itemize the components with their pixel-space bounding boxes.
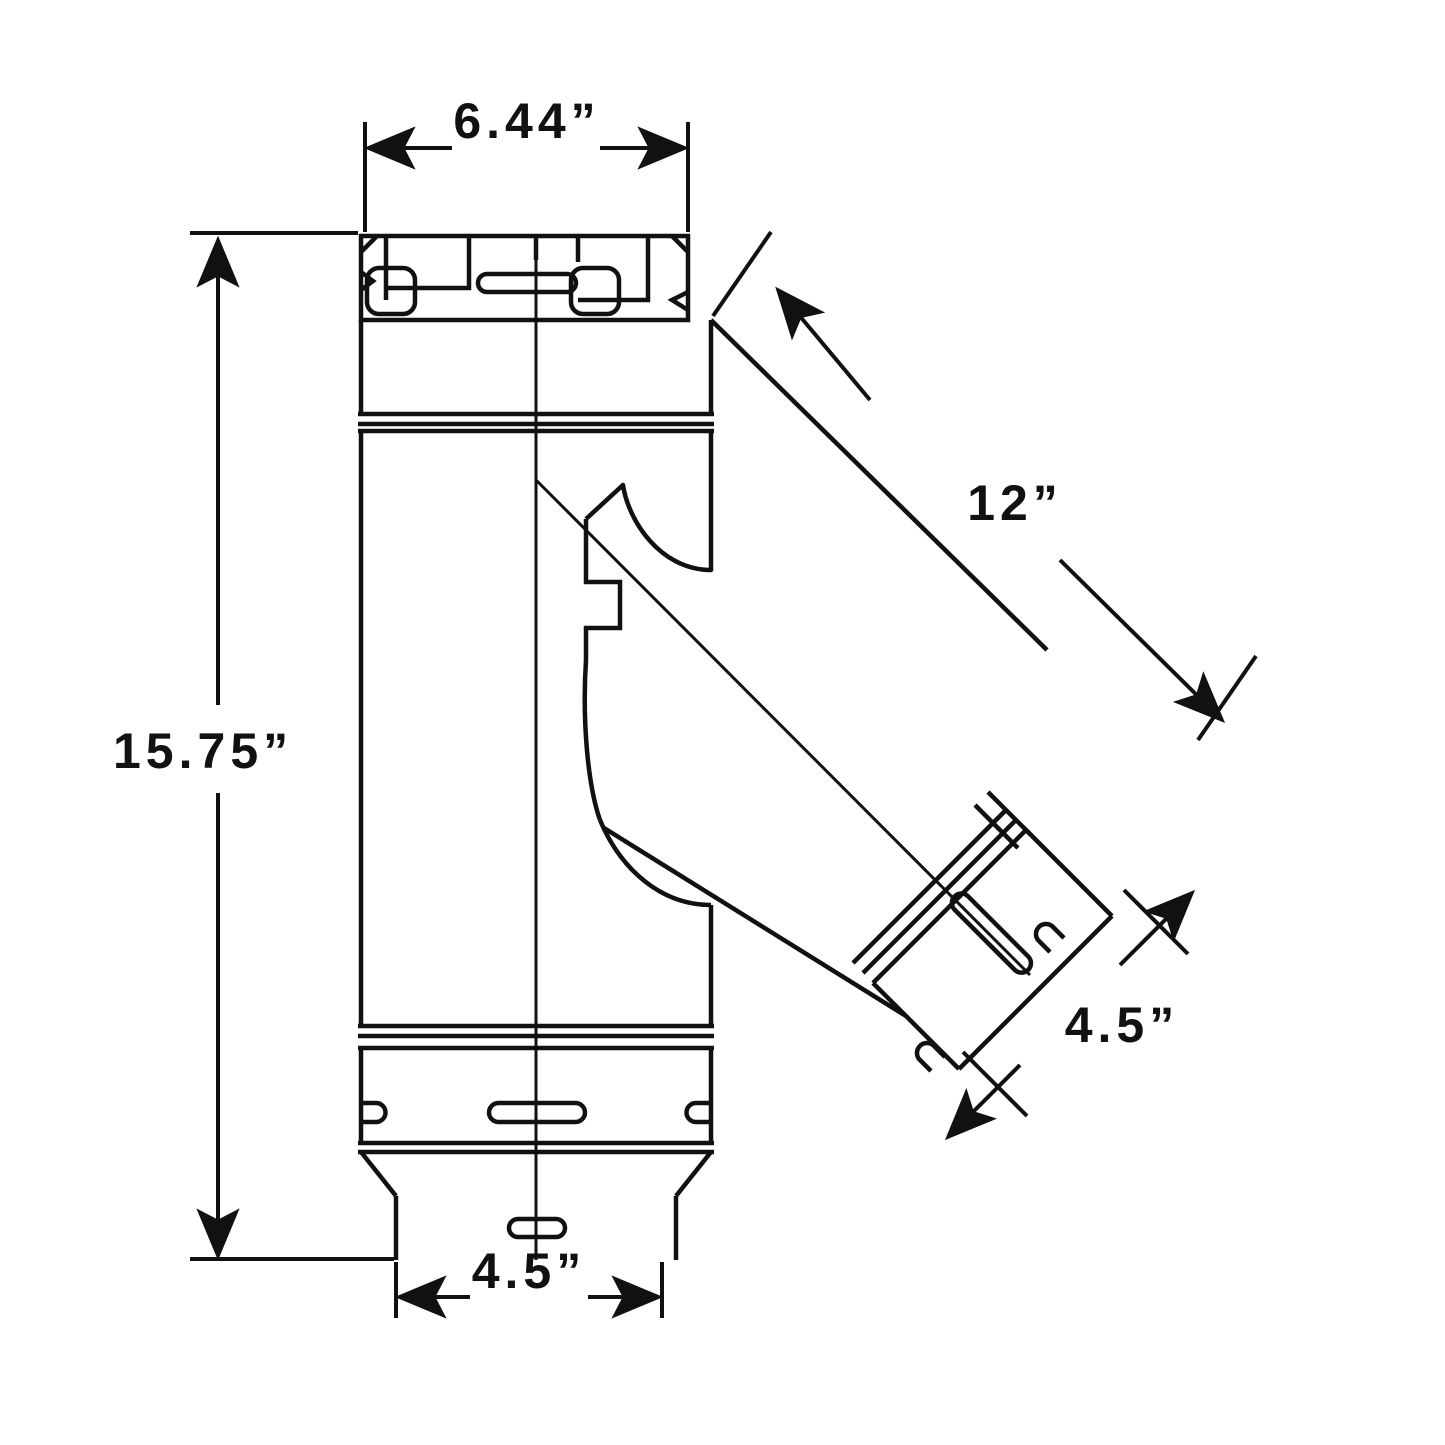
branch-ext-line-near	[711, 230, 773, 318]
top-collar-outline	[358, 233, 691, 323]
branch-tip-step-1	[986, 790, 1032, 836]
branch-saddle-notch	[583, 519, 623, 660]
dimension-branch-length	[711, 230, 1258, 742]
dimension-label-top-width: 6.44”	[453, 93, 600, 149]
branch-lower-wall	[602, 826, 908, 1018]
dimension-overall-height	[190, 231, 394, 1261]
dimension-label-overall-height: 15.75”	[113, 723, 293, 779]
branch-fillet-lower	[597, 819, 712, 908]
dimension-branch-diameter	[944, 888, 1196, 1141]
branch-collar-slot-center	[949, 891, 1034, 975]
top-collar-tab-right	[568, 265, 622, 317]
branch-collar-notch-lower	[914, 1040, 947, 1073]
branch-upper-wall	[709, 318, 1049, 652]
branch-bead-3	[871, 828, 1028, 985]
branch-collar-upper-wall	[1024, 828, 1114, 918]
left-dim-text-mask	[200, 705, 236, 793]
branch-collar-end-lower	[957, 989, 1039, 1071]
lower-collar-slot-right	[684, 1100, 711, 1125]
branch-lower-wall-outer	[600, 820, 912, 1010]
part-main-pipe-body	[358, 233, 1114, 1260]
top-collar-step-left	[386, 236, 472, 291]
branch-inner-upper-edge	[584, 483, 625, 521]
dimension-label-bottom-diameter: 4.5”	[472, 1243, 587, 1299]
branch-dia-ext-upper	[1122, 888, 1190, 956]
branch-fillet-upper	[620, 482, 714, 573]
branch-dia-ext-lower	[961, 1050, 1029, 1118]
top-collar-notch-right	[667, 289, 690, 312]
top-collar-chamfer-left	[359, 234, 379, 254]
top-collar-tab-left	[364, 265, 418, 317]
top-collar-notch-left	[359, 270, 377, 292]
branch-tip-step-2	[973, 803, 1020, 850]
bottom-taper-left	[359, 1150, 398, 1198]
branch-ext-line-far	[1196, 654, 1258, 742]
branch-dia-arrow-lower	[944, 1063, 1022, 1141]
branch-collar-end-upper	[1075, 914, 1114, 953]
branch-dim-arrow-near	[775, 286, 872, 402]
branch-bead-2	[861, 818, 1018, 975]
dimension-label-branch-diameter: 4.5”	[1065, 997, 1180, 1053]
branch-collar-notch-upper	[1033, 921, 1066, 954]
branch-centerline	[534, 478, 1032, 977]
branch-collar-slot-group	[949, 891, 1034, 975]
dimension-bottom-diameter	[394, 1262, 664, 1319]
branch-lower-curve	[582, 659, 603, 821]
branch-bead-1	[851, 808, 1008, 965]
top-collar-step-right	[578, 236, 651, 303]
dimension-label-branch-length: 12”	[967, 475, 1063, 531]
bottom-taper-right	[674, 1150, 713, 1198]
lower-collar-slot-left	[361, 1100, 388, 1125]
branch-collar-end-mid	[1035, 949, 1079, 993]
branch-dia-arrow-upper	[1118, 889, 1196, 967]
top-collar-slot-center	[475, 271, 579, 295]
dimension-top-width	[363, 122, 690, 232]
top-collar-chamfer-right	[670, 234, 690, 254]
branch-dim-arrow-far	[1058, 558, 1226, 724]
